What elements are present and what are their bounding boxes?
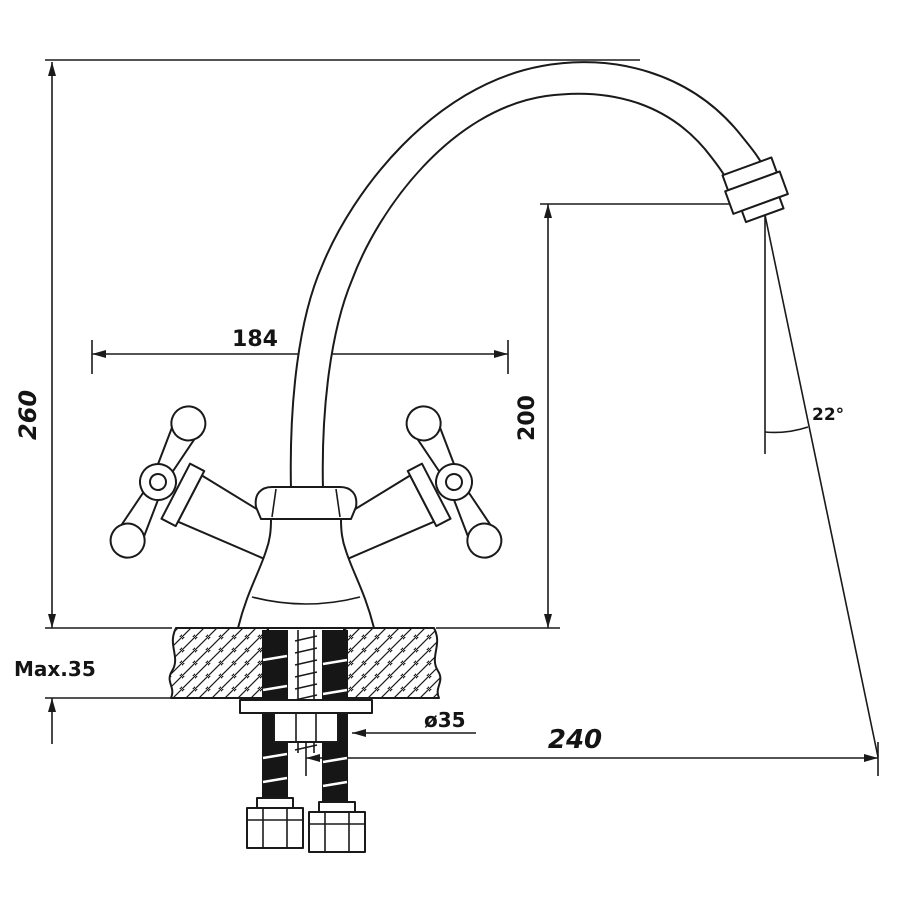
countertop-right [343, 627, 442, 699]
faucet-collar [254, 486, 358, 520]
mounting-nut [273, 712, 339, 743]
faucet [102, 61, 789, 629]
spout-aerator [721, 156, 789, 224]
dimension-outlet-angle: 22° [764, 214, 879, 758]
dimension-spout-reach: 240 [305, 725, 879, 776]
dimension-spout-span: 184 [91, 327, 509, 374]
dimension-hole-diameter: ø35 [352, 708, 476, 737]
hose-nut-right [308, 801, 366, 853]
dim-outlet-height-label: 200 [515, 395, 540, 441]
dimension-outlet-height: 200 [436, 203, 762, 629]
washer-plate [239, 699, 373, 714]
under-counter-assembly [239, 630, 373, 853]
hose-braid-marks [262, 654, 348, 788]
dim-hole-diameter-label: ø35 [424, 708, 466, 732]
dimension-max-thickness: Max.35 [14, 627, 172, 744]
faucet-body [237, 518, 375, 629]
countertop-left [168, 627, 269, 699]
dim-outlet-angle-label: 22° [812, 405, 844, 425]
hose-nut-left [246, 797, 304, 849]
dim-spout-span-label: 184 [232, 327, 278, 352]
countertop-section [168, 627, 442, 699]
dim-overall-height-label: 260 [14, 390, 42, 440]
dim-max-thickness-label: Max.35 [14, 657, 96, 681]
dimension-overall-height: 260 [14, 59, 640, 628]
dim-spout-reach-label: 240 [548, 725, 602, 755]
